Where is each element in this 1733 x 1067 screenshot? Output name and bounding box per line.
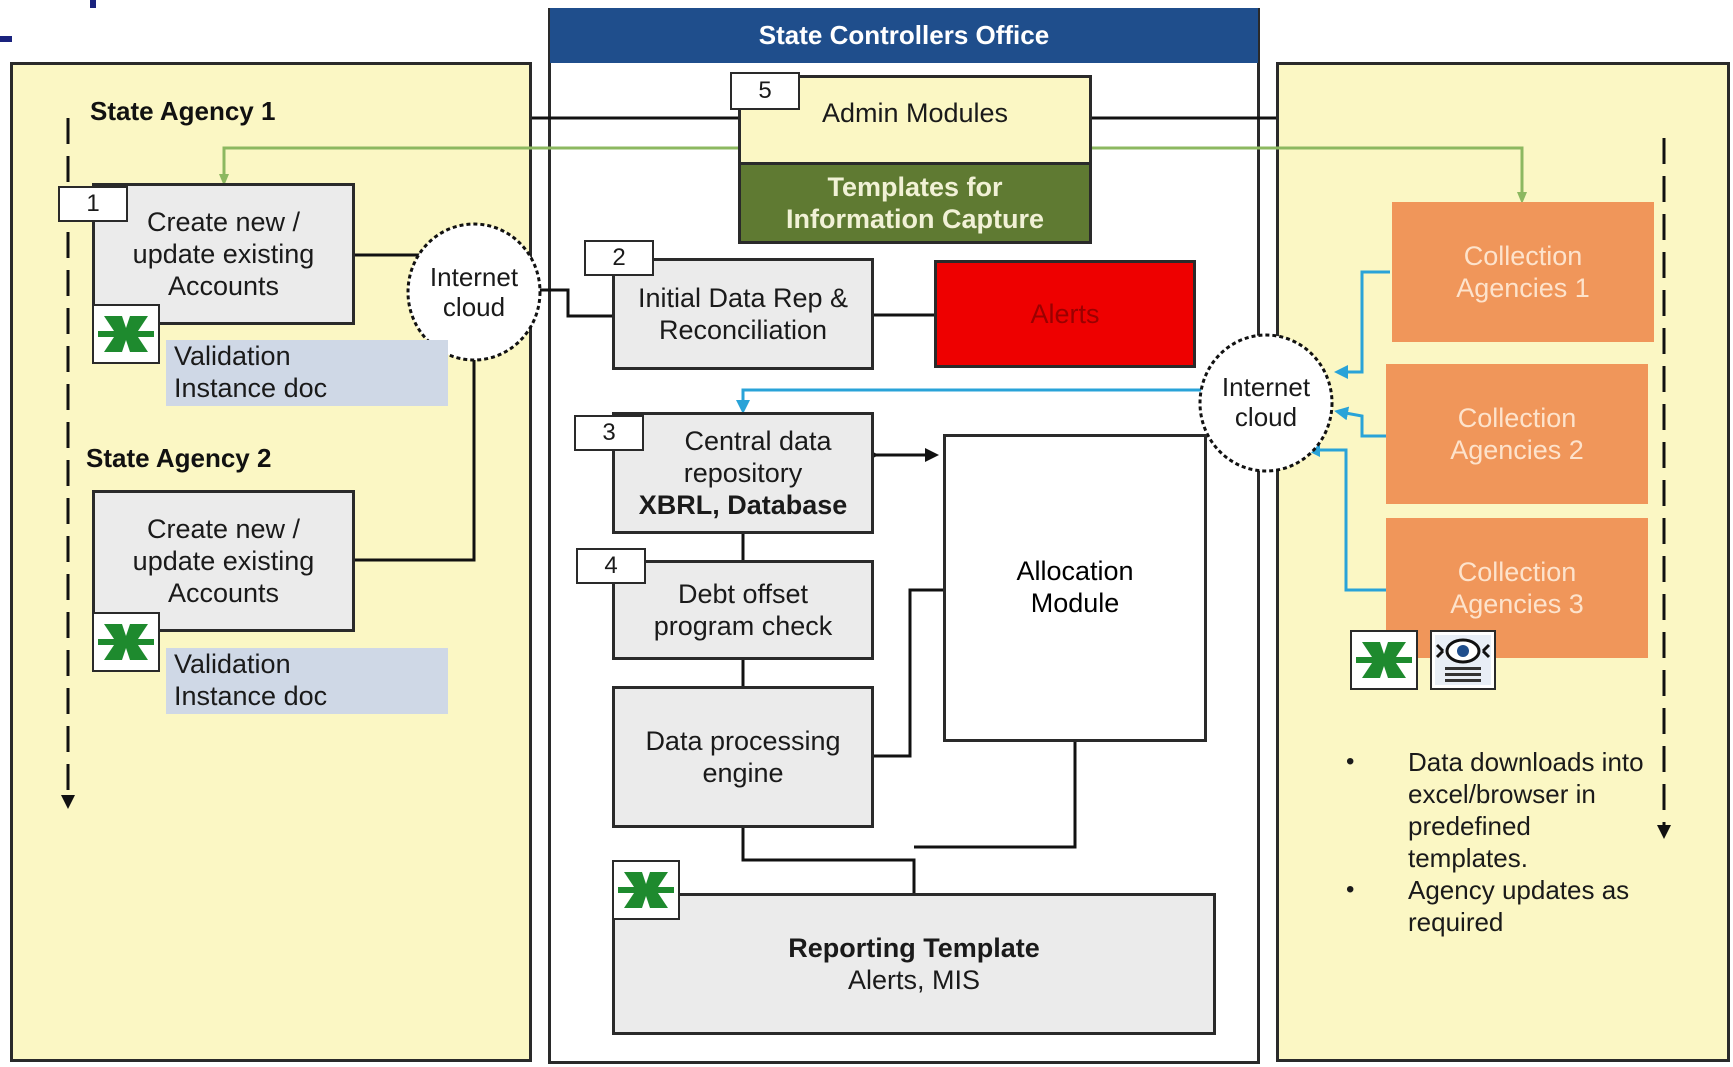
excel-icon[interactable] xyxy=(1350,630,1418,690)
reporting-template-box[interactable]: Reporting Template Alerts, MIS xyxy=(612,893,1216,1035)
templates-line: Templates for xyxy=(827,172,1003,202)
page-title: State Controllers Office xyxy=(758,20,1050,50)
agency-line: Collection xyxy=(1457,557,1577,587)
box-line: repository xyxy=(683,458,803,488)
templates-line: Information Capture xyxy=(785,204,1044,234)
alerts-label: Alerts xyxy=(1030,299,1100,329)
excel-icon[interactable] xyxy=(92,304,160,364)
box-line: Central data xyxy=(684,426,832,456)
cloud-right-shape xyxy=(1198,333,1334,473)
internet-cloud-right: Internet cloud xyxy=(1202,368,1330,436)
agency1-title: State Agency 1 xyxy=(90,96,276,126)
admin-modules-box[interactable]: Admin Modules xyxy=(738,75,1092,167)
initial-data-box[interactable]: Initial Data Rep & Reconciliation xyxy=(612,258,874,370)
step-badge-1: 1 xyxy=(58,186,128,222)
agency-line: Agencies 1 xyxy=(1456,273,1590,303)
box-line: update existing xyxy=(132,239,315,269)
validation-line: Instance doc xyxy=(174,681,328,711)
box-line: Create new / xyxy=(146,514,301,544)
box-line: Allocation xyxy=(1016,556,1134,586)
excel-icon[interactable] xyxy=(92,612,160,672)
agency2-title: State Agency 2 xyxy=(86,443,272,473)
collection-agency-2[interactable]: Collection Agencies 2 xyxy=(1386,364,1648,504)
data-processing-box[interactable]: Data processing engine xyxy=(612,686,874,828)
collection-agency-1[interactable]: Collection Agencies 1 xyxy=(1392,202,1654,342)
templates-box[interactable]: Templates for Information Capture xyxy=(738,162,1092,244)
step-badge-4: 4 xyxy=(576,548,646,584)
step-badge-2: 2 xyxy=(584,240,654,276)
validation-line: Instance doc xyxy=(174,373,328,403)
box-line: Module xyxy=(1030,588,1120,618)
validation-line: Validation xyxy=(174,649,291,679)
notes-list: Data downloads into excel/browser in pre… xyxy=(1338,746,1658,938)
admin-label: Admin Modules xyxy=(821,98,1009,128)
agency1-accounts-box[interactable]: Create new / update existing Accounts xyxy=(92,183,355,325)
agency2-validation: Validation Instance doc xyxy=(166,648,448,714)
box-line: update existing xyxy=(132,546,315,576)
agency-line: Collection xyxy=(1457,403,1577,433)
cloud-left-shape xyxy=(406,222,542,362)
box-line: Create new / xyxy=(146,207,301,237)
note-item: Data downloads into excel/browser in pre… xyxy=(1338,746,1658,874)
box-line: Reconciliation xyxy=(658,315,828,345)
box-line: Data processing xyxy=(645,726,841,756)
box-line: Accounts xyxy=(167,271,280,301)
central-repository-box[interactable]: Central data repository XBRL, Database xyxy=(612,412,874,534)
box-line: Debt offset xyxy=(677,579,809,609)
box-line-bold: XBRL, Database xyxy=(638,490,848,520)
box-line: program check xyxy=(653,611,833,641)
collection-agency-3[interactable]: Collection Agencies 3 xyxy=(1386,518,1648,658)
header-bar: State Controllers Office xyxy=(550,8,1258,63)
browser-icon[interactable] xyxy=(1430,630,1496,690)
cloud-line: Internet xyxy=(429,262,519,292)
debt-offset-box[interactable]: Debt offset program check xyxy=(612,560,874,660)
cloud-line: cloud xyxy=(1234,402,1298,432)
cloud-line: cloud xyxy=(442,292,506,322)
allocation-module-box[interactable]: Allocation Module xyxy=(943,434,1207,742)
internet-cloud-left: Internet cloud xyxy=(410,258,538,326)
note-item: Agency updates as required xyxy=(1338,874,1658,938)
agency-line: Agencies 3 xyxy=(1450,589,1584,619)
box-line: Accounts xyxy=(167,578,280,608)
agency-line: Collection xyxy=(1463,241,1583,271)
agency-line: Agencies 2 xyxy=(1450,435,1584,465)
cloud-line: Internet xyxy=(1221,372,1311,402)
corner-decoration xyxy=(0,0,14,60)
alerts-box[interactable]: Alerts xyxy=(934,260,1196,368)
reporting-subtitle: Alerts, MIS xyxy=(847,965,981,995)
excel-icon[interactable] xyxy=(612,860,680,920)
corner-mark xyxy=(90,0,96,8)
box-line: Initial Data Rep & xyxy=(637,283,849,313)
box-line: engine xyxy=(702,758,784,788)
agency2-accounts-box[interactable]: Create new / update existing Accounts xyxy=(92,490,355,632)
reporting-title: Reporting Template xyxy=(788,933,1040,963)
step-badge-3: 3 xyxy=(574,415,644,451)
step-badge-5: 5 xyxy=(730,72,800,110)
agency1-validation: Validation Instance doc xyxy=(166,340,448,406)
validation-line: Validation xyxy=(174,341,291,371)
